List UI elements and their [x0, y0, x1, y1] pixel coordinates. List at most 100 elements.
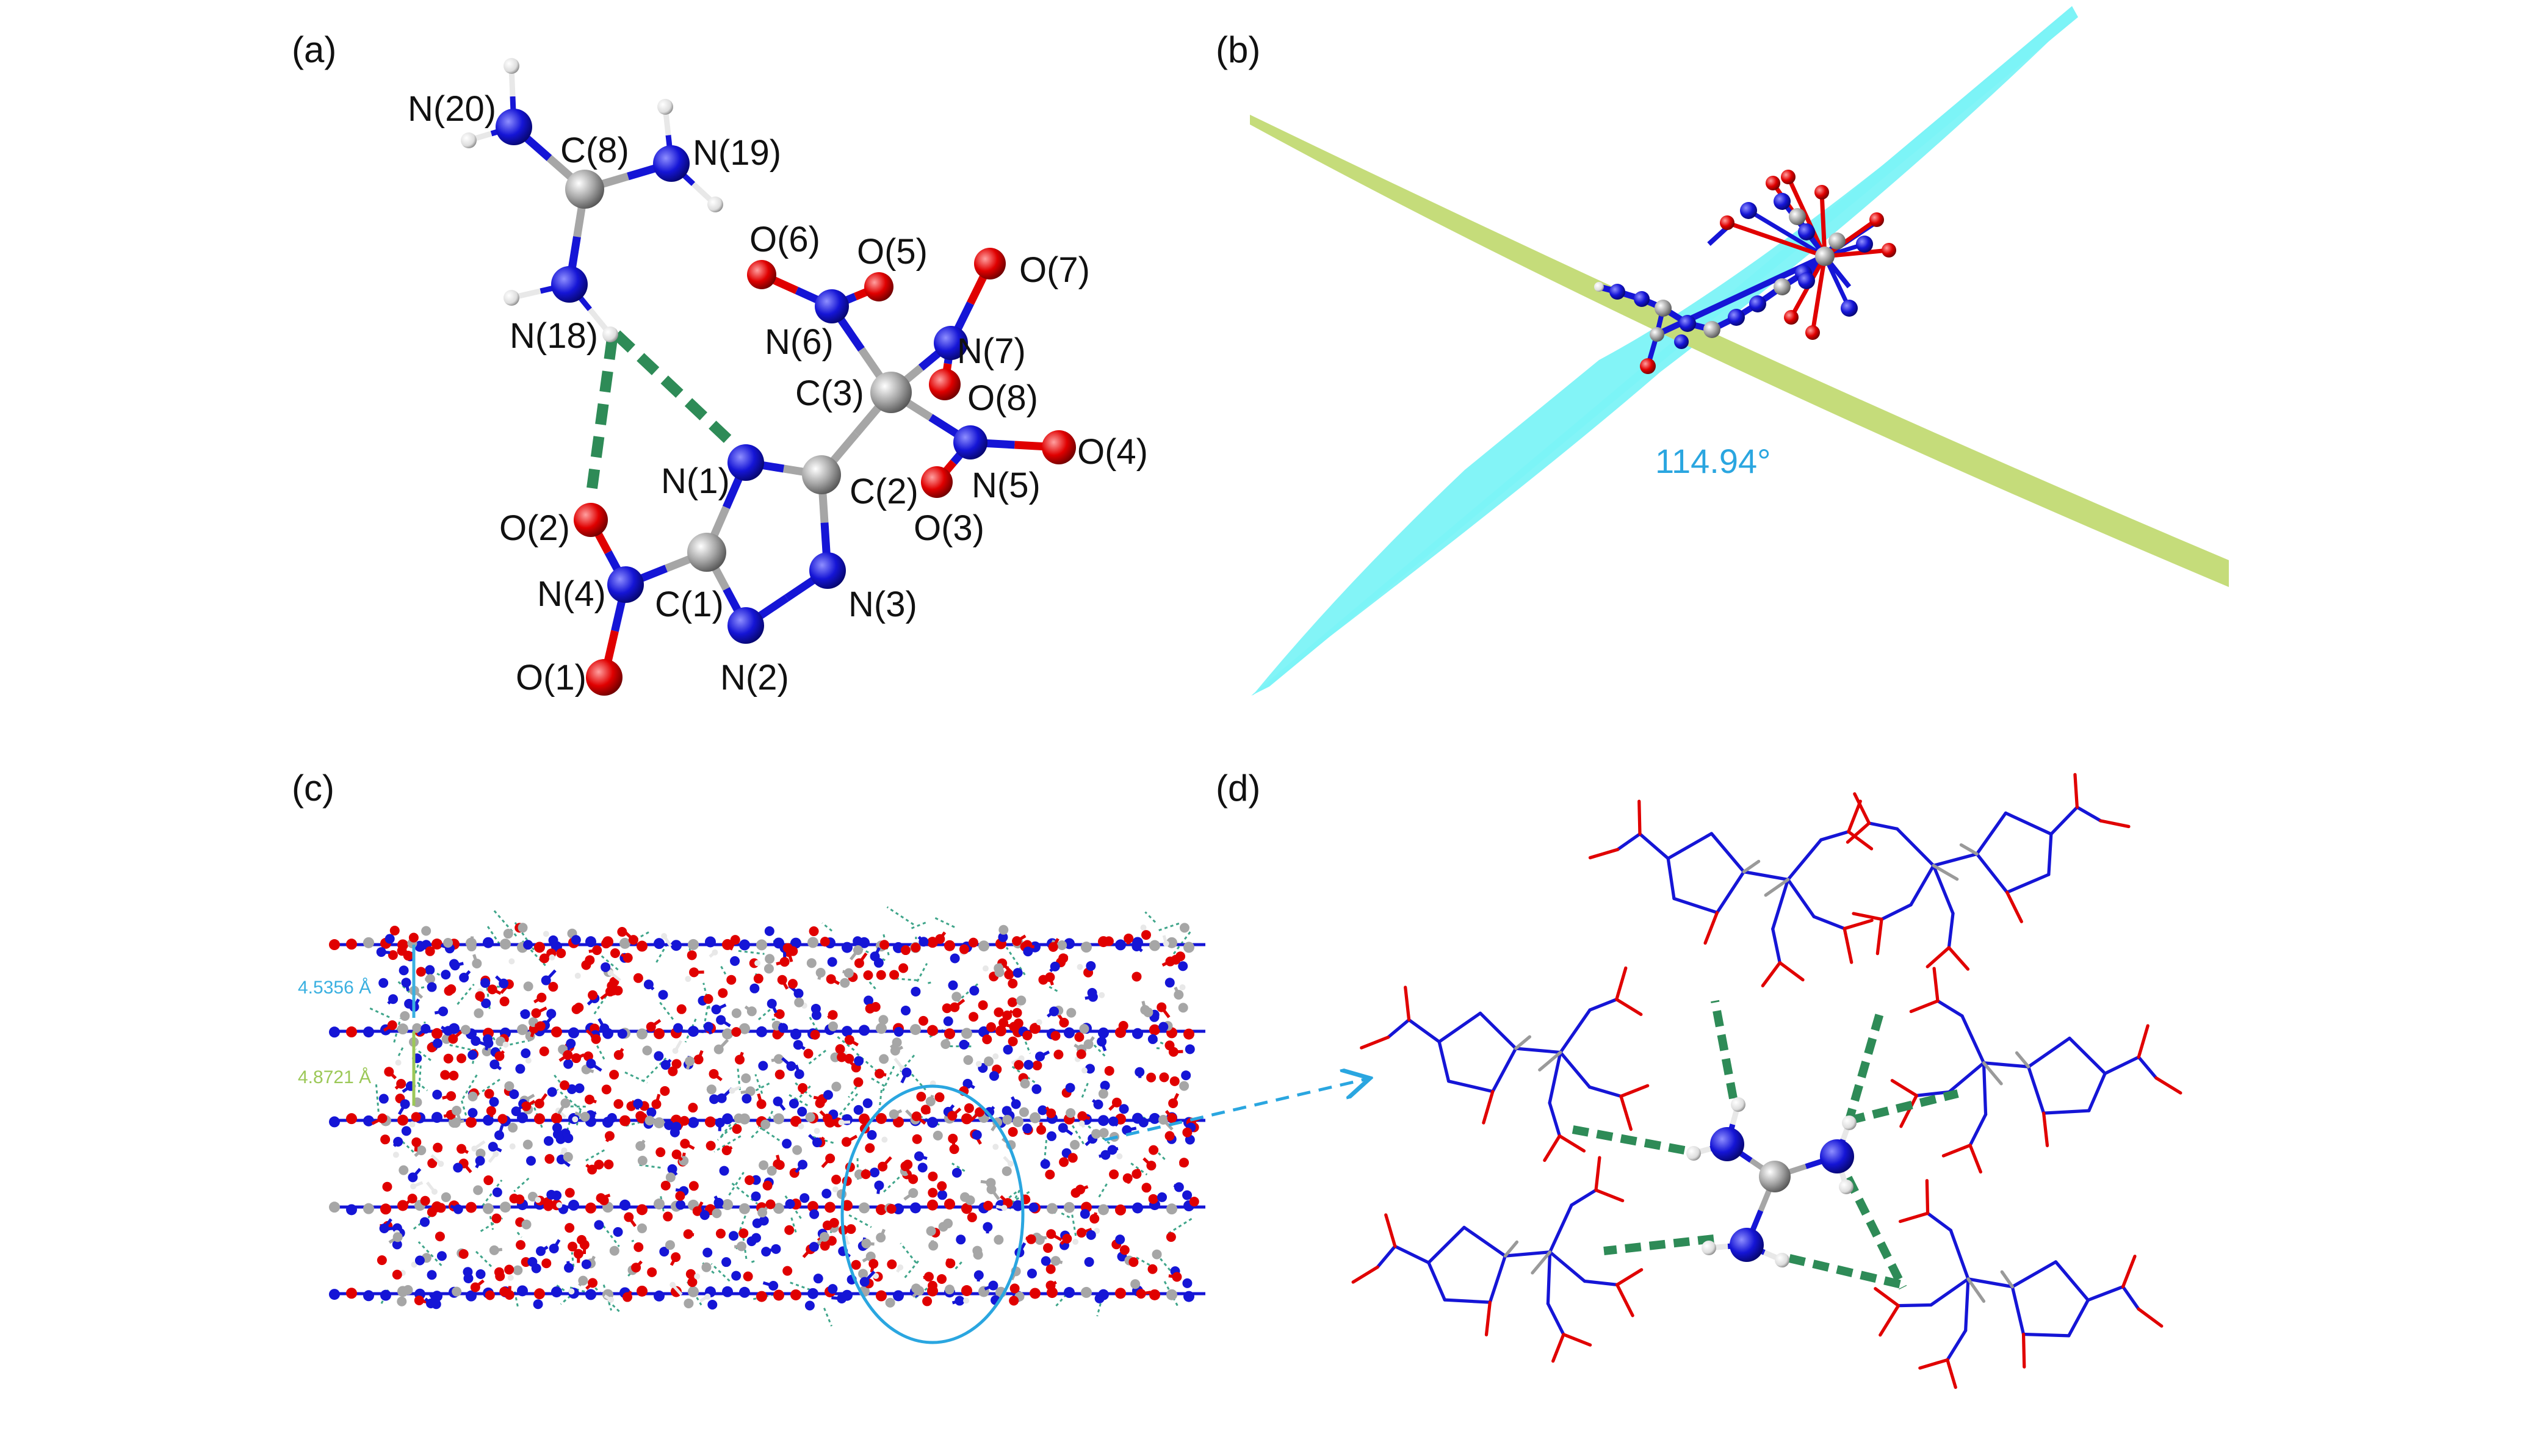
lattice-hbond: [475, 1250, 494, 1269]
lattice-atom: [900, 945, 911, 956]
lattice-hbond: [957, 983, 978, 1003]
lattice-atom: [671, 1149, 682, 1159]
label-o1: O(1): [516, 658, 587, 697]
atom-d-hd: [1839, 1180, 1853, 1194]
wire-bond-n: [1932, 852, 1979, 868]
lattice-atom: [1152, 1249, 1162, 1260]
lattice-atom: [521, 1048, 531, 1059]
lattice-atom: [878, 1015, 889, 1025]
lattice-atom: [609, 1245, 619, 1256]
atom-h19b: [707, 196, 723, 212]
wire-bond-n: [1548, 1203, 1573, 1254]
lattice-atom: [535, 1021, 546, 1031]
lattice-hbond: [1048, 986, 1058, 992]
lattice-atom: [1083, 1039, 1094, 1050]
wire-bond-n: [1559, 1008, 1592, 1054]
lattice-atom: [685, 1056, 695, 1067]
lattice-atom: [654, 1028, 665, 1039]
wire-bond-o: [1615, 1268, 1644, 1286]
lattice-atom: [688, 1286, 699, 1297]
lattice-atom: [631, 1263, 641, 1273]
lattice-atom: [586, 1059, 596, 1069]
lattice-atom: [944, 940, 955, 951]
lattice-atom: [1094, 1228, 1100, 1234]
lattice-atom: [813, 1274, 823, 1284]
lattice-atom: [721, 1145, 732, 1156]
hbonds-d: [1568, 1000, 1959, 1290]
lattice-atom: [1099, 1128, 1109, 1138]
lattice-atom: [1066, 1108, 1076, 1119]
atom-n6: [815, 289, 849, 323]
lattice-atom: [654, 1117, 665, 1128]
lattice-atom: [803, 1048, 814, 1059]
bond-b: [1824, 248, 1890, 259]
lattice-atom: [706, 1141, 716, 1151]
atom-d-na: [1710, 1127, 1744, 1161]
wire-bond-o: [1909, 999, 1940, 1014]
lattice-atom: [854, 1056, 864, 1066]
lattice-atom: [711, 1004, 721, 1015]
lattice-atom: [1066, 1007, 1077, 1018]
lattice-atom: [397, 946, 407, 956]
lattice-atom: [1172, 1272, 1182, 1282]
lattice-atom: [1065, 1083, 1075, 1093]
wire-bond-o: [1594, 1188, 1625, 1203]
lattice-atom: [1103, 936, 1114, 946]
lattice-atom: [411, 1112, 421, 1122]
lattice-atom: [392, 1223, 402, 1233]
lattice-atom: [471, 1036, 481, 1046]
wire-bond-n: [1975, 811, 2008, 856]
lattice-atom: [588, 990, 598, 1000]
wire-bond-c: [1959, 843, 1979, 856]
wire-bond-o: [1847, 830, 1874, 851]
hbond-d-3: [1568, 1125, 1686, 1155]
lattice-atom: [798, 1083, 808, 1093]
lattice-atom: [523, 981, 533, 992]
lattice-atom: [853, 1077, 864, 1087]
lattice-atom: [1008, 1126, 1018, 1137]
lattice-hbond: [1009, 1188, 1022, 1210]
wire-bond-n: [1949, 1228, 1970, 1281]
wire-bond-n: [1946, 1328, 1968, 1362]
wire-bond-n: [1478, 1011, 1518, 1050]
lattice-atom: [539, 1046, 549, 1056]
lattice-hbond: [476, 1077, 503, 1096]
hbond-n18-o2: [587, 337, 618, 489]
lattice-atom: [1104, 1065, 1114, 1076]
wire-bond-n: [2054, 1260, 2090, 1302]
lattice-atom: [378, 978, 389, 988]
lattice-atom: [1076, 1049, 1086, 1059]
lattice-atom: [703, 1022, 713, 1032]
lattice-atom: [453, 1162, 463, 1173]
lattice-atom: [1132, 1028, 1143, 1039]
lattice-atom: [859, 1202, 870, 1214]
lattice-atom: [782, 1139, 792, 1149]
lattice-atom: [1081, 1067, 1088, 1074]
lattice-atom: [876, 1023, 887, 1034]
lattice-atom: [471, 1145, 478, 1152]
lattice-atom: [825, 1202, 836, 1213]
lattice-hbond: [710, 1263, 731, 1282]
lattice-hbond: [1144, 911, 1157, 923]
lattice-atom: [388, 950, 398, 960]
hbond-d-6: [1788, 1254, 1905, 1289]
lattice-atom: [963, 1297, 970, 1304]
lattice-atom: [843, 968, 854, 978]
lattice-atom: [688, 1181, 699, 1191]
lattice-atom: [438, 1006, 449, 1017]
lattice-hbond: [596, 951, 619, 971]
atom-o1: [586, 659, 623, 696]
atom-o6: [747, 260, 776, 289]
bond-b: [1810, 256, 1827, 333]
lattice-atom: [738, 1228, 749, 1238]
lattice-atom: [950, 953, 960, 964]
wire-bond-n: [1926, 1211, 1952, 1232]
lattice-atom: [726, 975, 737, 985]
lattice-atom: [1147, 1034, 1158, 1044]
lattice-atom: [1132, 1202, 1143, 1214]
lattice-atom: [483, 1203, 494, 1214]
lattice-atom: [635, 1141, 646, 1151]
neighbor-molecules: [1351, 773, 2182, 1389]
lattice-atom: [513, 1265, 523, 1275]
wire-bond-c: [1966, 1277, 1986, 1303]
